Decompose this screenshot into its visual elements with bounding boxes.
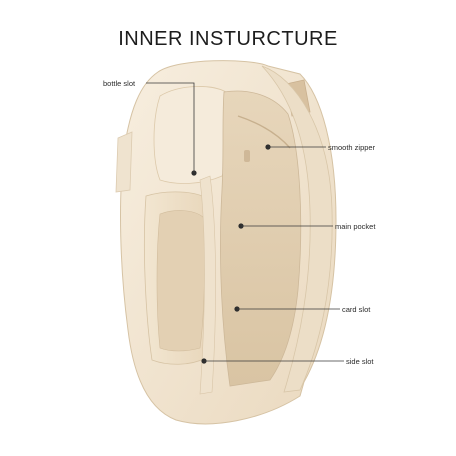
zipper-line <box>237 115 291 149</box>
label-bottle-slot: bottle slot <box>103 79 136 88</box>
divider-wall <box>199 175 216 395</box>
label-main-pocket: main pocket <box>335 222 376 231</box>
bottle-slot-area <box>153 86 231 184</box>
label-side-slot: side slot <box>346 357 374 366</box>
bag-strap-left <box>115 131 133 193</box>
bag-side-panel <box>261 65 333 393</box>
label-card-slot: card slot <box>342 305 371 314</box>
line-bottle-slot <box>146 82 195 173</box>
page-title: INNER INSTURCTURE <box>118 28 338 50</box>
zipper-pull <box>244 150 250 162</box>
front-pocket-inner <box>156 210 206 352</box>
main-compartment <box>220 90 302 387</box>
label-smooth-zipper: smooth zipper <box>328 143 376 152</box>
